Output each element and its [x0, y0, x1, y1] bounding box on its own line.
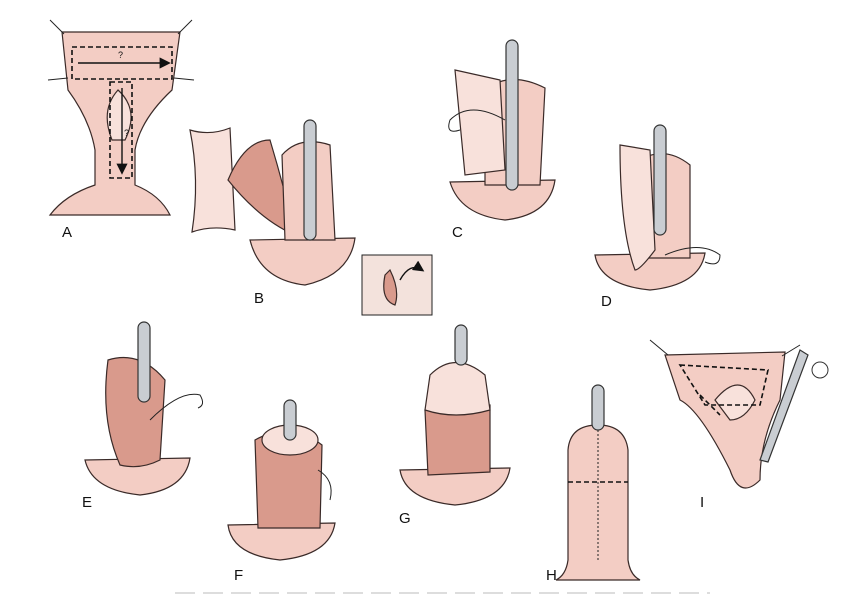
panel-label-i: I: [700, 494, 705, 511]
panel-f-drawing: [227, 399, 336, 561]
width-measure-mark: ?: [118, 50, 124, 60]
panel-label-f: F: [234, 567, 244, 584]
panel-a-drawing: [47, 19, 195, 216]
panel-label-g: G: [399, 510, 411, 527]
panel-label-h: H: [546, 567, 557, 584]
panel-label-c: C: [452, 224, 463, 241]
panel-c-drawing: [448, 39, 556, 221]
panel-g-drawing: [399, 324, 511, 506]
panel-label-a: A: [62, 224, 73, 241]
panel-label-b: B: [254, 290, 265, 307]
length-measure-mark: ?: [124, 128, 130, 138]
panel-b-drawing: [189, 119, 433, 316]
panel-label-e: E: [82, 494, 93, 511]
panel-d-drawing: [594, 124, 721, 291]
panel-h-drawing: [555, 384, 641, 581]
panel-label-d: D: [601, 293, 612, 310]
panel-e-drawing: [84, 321, 204, 496]
panel-i-drawing: [649, 339, 829, 489]
